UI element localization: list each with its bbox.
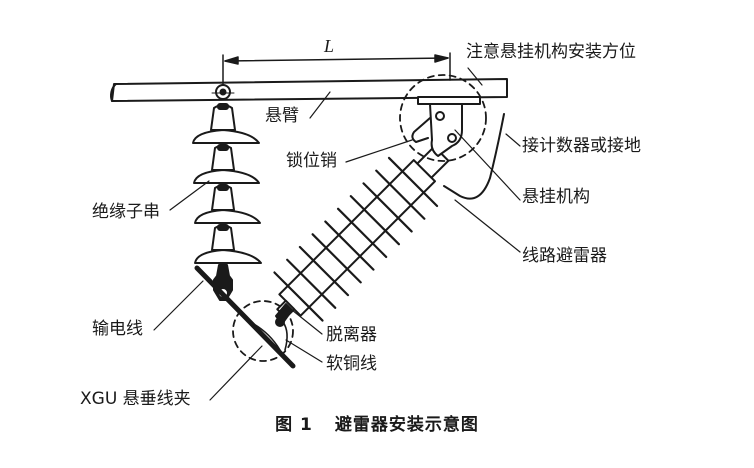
insulator-disc bbox=[194, 224, 262, 264]
figure-caption: 图 1 避雷器安装示意图 bbox=[0, 410, 754, 435]
label-suspension-clamp: XGU 悬垂线夹 bbox=[80, 389, 191, 409]
grounding-lead bbox=[443, 113, 505, 200]
arrow-left-icon bbox=[224, 56, 239, 65]
dimension-label: L bbox=[324, 36, 335, 56]
label-disconnector: 脱离器 bbox=[326, 325, 377, 345]
label-counter-or-ground: 接计数器或接地 bbox=[522, 136, 641, 156]
insulator-disc bbox=[192, 103, 260, 144]
suspension-mechanism bbox=[411, 96, 481, 157]
leader-lines bbox=[153, 67, 521, 401]
label-suspension-mechanism: 悬挂机构 bbox=[522, 187, 590, 207]
label-soft-copper-wire: 软铜线 bbox=[326, 354, 377, 374]
clamp-detail-circle bbox=[232, 300, 294, 362]
label-insulator-string: 绝缘子串 bbox=[92, 202, 160, 222]
label-transmission-line: 输电线 bbox=[92, 319, 143, 339]
arrow-right-icon bbox=[434, 54, 449, 63]
line-arrester bbox=[273, 145, 450, 322]
figure-title: 避雷器安装示意图 bbox=[334, 415, 479, 435]
label-cantilever-arm: 悬臂 bbox=[265, 106, 299, 126]
label-mounting-orientation-note: 注意悬挂机构安装方位 bbox=[466, 42, 636, 62]
insulator-disc bbox=[193, 144, 260, 184]
arrester-sheds bbox=[273, 156, 439, 322]
figure-number: 图 1 bbox=[275, 415, 313, 435]
insulator-string bbox=[192, 84, 262, 301]
soft-copper-wire bbox=[282, 321, 288, 351]
label-line-arrester: 线路避雷器 bbox=[522, 246, 607, 266]
insulator-disc bbox=[194, 184, 261, 224]
mounting-detail-circle bbox=[399, 74, 487, 162]
cantilever-arm bbox=[110, 78, 508, 102]
label-locking-pin: 锁位销 bbox=[286, 151, 337, 171]
transmission-line-conductor bbox=[194, 265, 296, 369]
